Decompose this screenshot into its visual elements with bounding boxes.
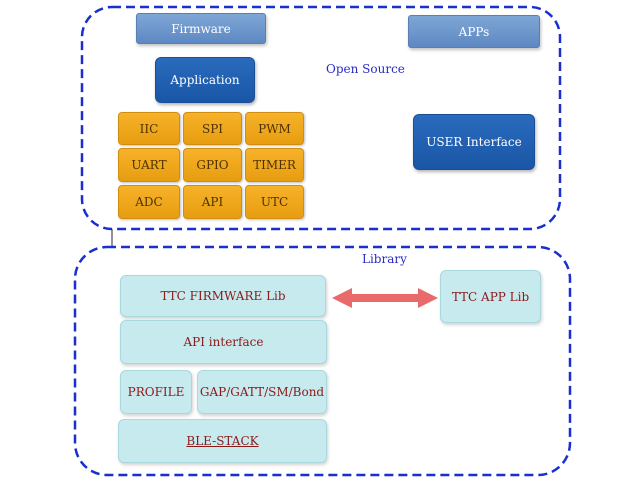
module-pwm: PWM [245,112,304,145]
module-timer: TIMER [245,148,304,182]
module-spi: SPI [183,112,242,145]
firmware-box: Firmware [136,13,266,44]
module-adc: ADC [118,185,180,219]
bidirectional-arrow [332,288,438,308]
apps-box: APPs [408,15,540,48]
module-iic: IIC [118,112,180,145]
module-gpio: GPIO [183,148,242,182]
application-box: Application [155,57,255,103]
ttc-app-lib-box: TTC APP Lib [440,270,541,323]
library-label: Library [362,252,407,266]
ttc-firmware-lib-box: TTC FIRMWARE Lib [120,275,326,317]
module-uart: UART [118,148,180,182]
user-interface-box: USER Interface [413,114,535,170]
gap-gatt-box: GAP/GATT/SM/Bond [197,370,327,414]
ble-stack-box: BLE-STACK [118,419,327,463]
profile-box: PROFILE [120,370,192,414]
api-interface-box: API interface [120,320,327,364]
module-api: API [183,185,242,219]
open-source-label: Open Source [326,62,405,76]
open-source-region [80,5,562,231]
module-utc: UTC [245,185,304,219]
library-region [73,245,572,477]
